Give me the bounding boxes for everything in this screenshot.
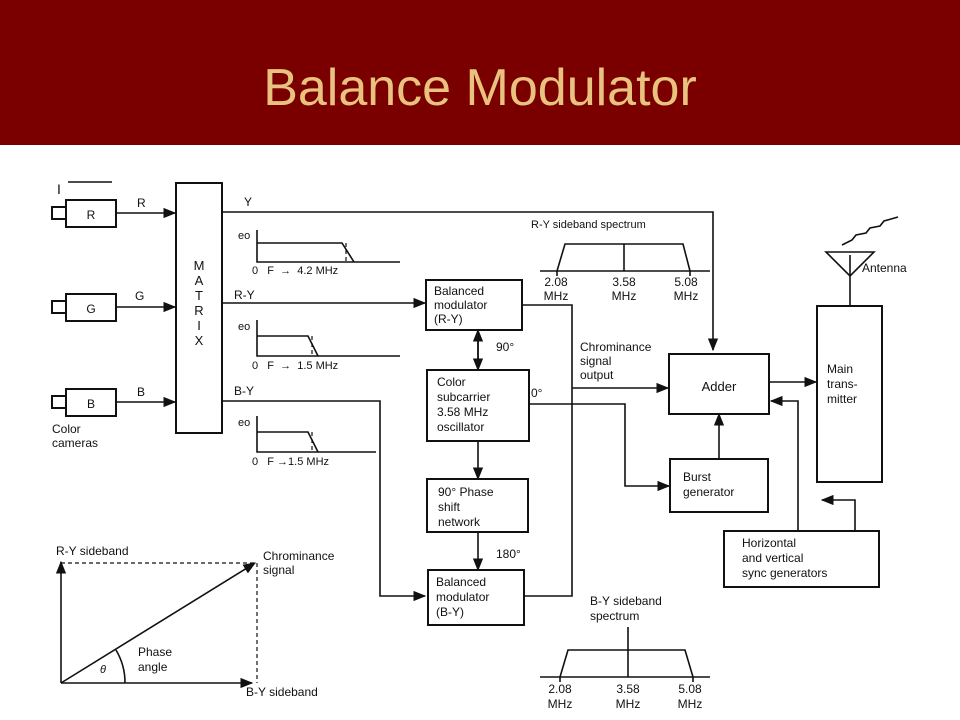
adder-block <box>668 353 770 415</box>
svg-text:modulator: modulator <box>434 298 487 312</box>
svg-text:3.58: 3.58 <box>616 682 640 696</box>
svg-text:Main: Main <box>827 362 853 376</box>
svg-text:(R-Y): (R-Y) <box>434 312 463 326</box>
svg-text:signal: signal <box>263 563 294 577</box>
y-spectrum-axis: 0 F → 4.2 MHz <box>252 265 338 277</box>
ry-signal-label: R-Y <box>234 288 255 302</box>
svg-text:sync generators: sync generators <box>742 566 827 580</box>
cameras-caption-line1: Color <box>52 422 81 436</box>
antenna-icon <box>824 216 899 306</box>
corner-mark: I <box>57 181 61 197</box>
svg-text:I: I <box>197 318 201 333</box>
svg-text:Chrominance: Chrominance <box>580 340 652 354</box>
svg-text:90° Phase: 90° Phase <box>438 485 494 499</box>
svg-text:trans-: trans- <box>827 377 858 391</box>
by-sideband-axis-label: B-Y sideband <box>246 685 318 699</box>
svg-text:5.08: 5.08 <box>678 682 702 696</box>
svg-text:3.58: 3.58 <box>612 275 636 289</box>
label-180-degrees: 180° <box>496 547 521 561</box>
y-signal-label: Y <box>244 195 252 209</box>
g-signal-label: G <box>135 289 144 303</box>
svg-text:2.08: 2.08 <box>544 275 568 289</box>
r-signal-label: R <box>137 196 146 210</box>
svg-text:subcarrier: subcarrier <box>437 390 490 404</box>
svg-text:(B-Y): (B-Y) <box>436 605 464 619</box>
svg-text:MHz: MHz <box>616 697 641 711</box>
svg-text:Balanced: Balanced <box>434 284 484 298</box>
svg-text:R: R <box>194 303 203 318</box>
camera-g: G <box>51 293 117 322</box>
svg-text:Chrominance: Chrominance <box>263 549 335 563</box>
color-tv-transmitter-diagram: R G B I Color cameras R G B M A T R I X … <box>51 181 907 711</box>
by-signal-label: B-Y <box>234 384 254 398</box>
ry-spectrum: eo 0 F → 1.5 MHz <box>238 320 400 372</box>
svg-text:Balanced: Balanced <box>436 575 486 589</box>
label-0-degrees: 0° <box>531 386 543 400</box>
svg-text:Adder: Adder <box>702 379 737 394</box>
svg-text:MHz: MHz <box>544 289 569 303</box>
theta-symbol: θ <box>100 664 106 676</box>
svg-text:MHz: MHz <box>678 697 703 711</box>
svg-text:Color: Color <box>437 375 466 389</box>
b-signal-label: B <box>137 385 145 399</box>
burst-generator <box>669 458 769 513</box>
svg-text:mitter: mitter <box>827 392 857 406</box>
svg-text:generator: generator <box>683 485 734 499</box>
svg-text:B-Y sideband: B-Y sideband <box>590 594 662 608</box>
svg-text:signal: signal <box>580 354 611 368</box>
label-90-degrees: 90° <box>496 340 514 354</box>
svg-text:Horizontal: Horizontal <box>742 536 796 550</box>
ry-sideband-spectrum: R-Y sideband spectrum 2.08 3.58 5.08 MHz… <box>531 219 710 303</box>
svg-text:MHz: MHz <box>674 289 699 303</box>
matrix-block <box>175 182 223 434</box>
slide-title: Balance Modulator <box>263 59 697 117</box>
camera-b-label: B <box>87 397 95 411</box>
y-spectrum-eo: eo <box>238 230 250 242</box>
ry-spectrum-axis: 0 F → 1.5 MHz <box>252 360 338 372</box>
svg-text:output: output <box>580 368 614 382</box>
camera-r-label: R <box>87 208 96 222</box>
main-transmitter <box>816 305 883 483</box>
cameras-caption-line2: cameras <box>52 436 98 450</box>
camera-g-label: G <box>86 302 95 316</box>
phasor-diagram: R-Y sideband B-Y sideband Chrominance si… <box>55 544 335 699</box>
svg-text:network: network <box>438 515 481 529</box>
by-spectrum-eo: eo <box>238 417 250 429</box>
svg-text:spectrum: spectrum <box>590 609 639 623</box>
svg-text:A: A <box>195 273 204 288</box>
svg-text:modulator: modulator <box>436 590 489 604</box>
by-spectrum-axis: 0 F →1.5 MHz <box>252 456 329 468</box>
camera-r: R <box>51 199 117 228</box>
svg-text:MHz: MHz <box>612 289 637 303</box>
svg-text:T: T <box>195 288 203 303</box>
svg-text:3.58 MHz: 3.58 MHz <box>437 405 488 419</box>
svg-text:MHz: MHz <box>548 697 573 711</box>
svg-text:shift: shift <box>438 500 461 514</box>
by-spectrum: eo 0 F →1.5 MHz <box>238 416 376 468</box>
svg-text:Phase: Phase <box>138 645 172 659</box>
antenna-label: Antenna <box>862 261 907 275</box>
sync-generators <box>723 530 880 588</box>
camera-b: B <box>51 388 117 417</box>
balanced-modulator-ry <box>425 279 523 331</box>
svg-text:and vertical: and vertical <box>742 551 803 565</box>
svg-text:Burst: Burst <box>683 470 712 484</box>
ry-spectrum-eo: eo <box>238 321 250 333</box>
svg-text:5.08: 5.08 <box>674 275 698 289</box>
by-sideband-spectrum: B-Y sideband spectrum 2.08 3.58 5.08 MHz… <box>540 594 710 711</box>
ry-sideband-axis-label: R-Y sideband <box>56 544 129 558</box>
ry-sideband-title: R-Y sideband spectrum <box>531 219 646 231</box>
svg-text:angle: angle <box>138 660 168 674</box>
svg-text:X: X <box>195 333 204 348</box>
title-bar <box>0 0 960 145</box>
matrix-letters: M A T R I X <box>194 258 205 348</box>
y-spectrum: eo 0 F → 4.2 MHz <box>238 230 400 277</box>
svg-text:oscillator: oscillator <box>437 420 484 434</box>
svg-text:2.08: 2.08 <box>548 682 572 696</box>
svg-text:M: M <box>194 258 205 273</box>
